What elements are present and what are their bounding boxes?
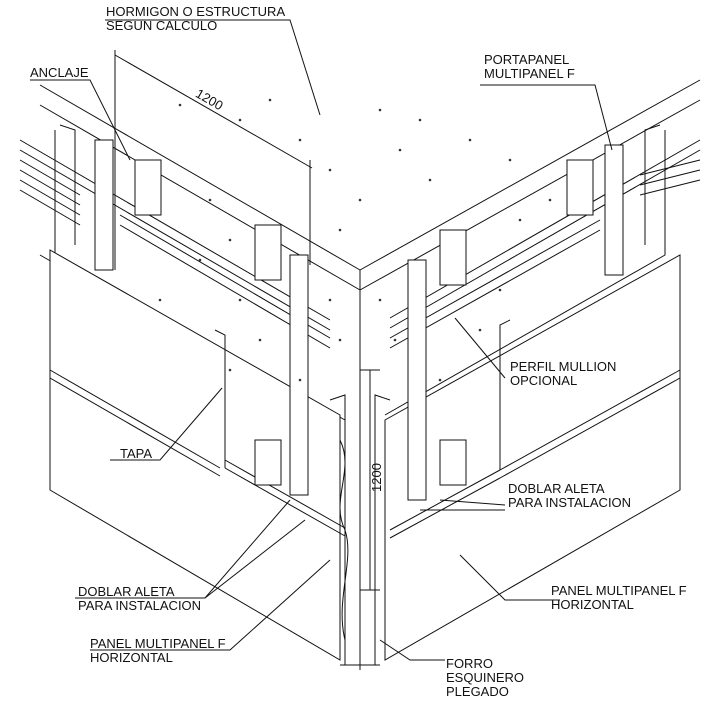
portapanel-profiles xyxy=(95,140,623,500)
aggregate-dots xyxy=(158,98,552,382)
vertical-dimension-label: 1200 xyxy=(368,463,384,492)
label-anclaje: ANCLAJE xyxy=(30,65,89,80)
corner-cover xyxy=(330,395,390,665)
anchor-plates xyxy=(135,160,593,485)
dimension-lines xyxy=(115,50,380,590)
left-lower-panel xyxy=(50,250,345,660)
leader-lines xyxy=(30,20,612,660)
label-tapa: TAPA xyxy=(120,446,153,461)
right-upper-panel xyxy=(385,125,665,415)
right-lower-panel xyxy=(385,255,680,660)
concrete-slab xyxy=(40,80,700,670)
